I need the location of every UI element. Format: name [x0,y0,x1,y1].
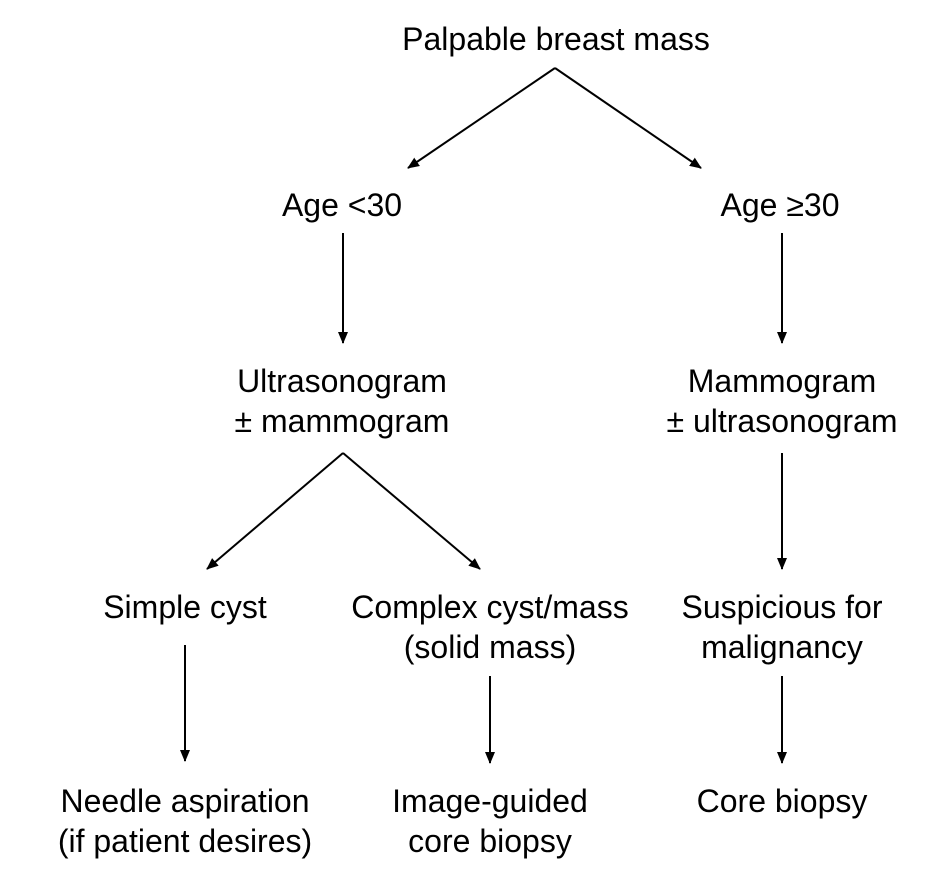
node-label-line: core biopsy [408,823,572,859]
arrow-root-to-age-30-plus [554,67,702,169]
node-label-line: (if patient desires) [57,823,313,859]
node-age-under-30: Age <30 [282,185,402,225]
node-label-line: Image-guided [392,783,588,819]
node-label-line: malignancy [701,629,863,665]
node-label-line: Simple cyst [103,589,267,625]
node-complex-cyst: Complex cyst/mass (solid mass) [351,587,628,667]
node-age-30-plus: Age ≥30 [721,185,840,225]
node-palpable-breast-mass: Palpable breast mass [402,19,710,59]
node-suspicious: Suspicious for malignancy [682,587,883,667]
node-ultrasonogram: Ultrasonogram ± mammogram [235,361,450,441]
node-label-line: Age <30 [281,187,403,223]
node-label-line: Core biopsy [696,783,868,819]
node-label-line: Palpable breast mass [402,21,710,57]
arrow-root-to-age-under-30 [407,67,556,169]
node-label-line: Age ≥30 [720,187,840,223]
arrow-ultrasonogram-to-simple-cyst [206,452,344,570]
node-label-line: Mammogram [687,363,877,399]
node-label-line: ± mammogram [234,403,450,439]
node-core-biopsy: Core biopsy [697,781,868,821]
node-label-line: Suspicious for [681,589,883,625]
node-mammogram: Mammogram ± ultrasonogram [667,361,898,441]
node-simple-cyst: Simple cyst [103,587,267,627]
node-label-line: Ultrasonogram [237,363,447,399]
node-label-line: (solid mass) [403,629,577,665]
arrow-ultrasonogram-to-complex-cyst [342,452,481,570]
node-image-guided-biopsy: Image-guided core biopsy [392,781,588,861]
node-needle-aspiration: Needle aspiration (if patient desires) [58,781,312,861]
node-label-line: Complex cyst/mass [351,589,629,625]
node-label-line: Needle aspiration [60,783,310,819]
node-label-line: ± ultrasonogram [666,403,898,439]
